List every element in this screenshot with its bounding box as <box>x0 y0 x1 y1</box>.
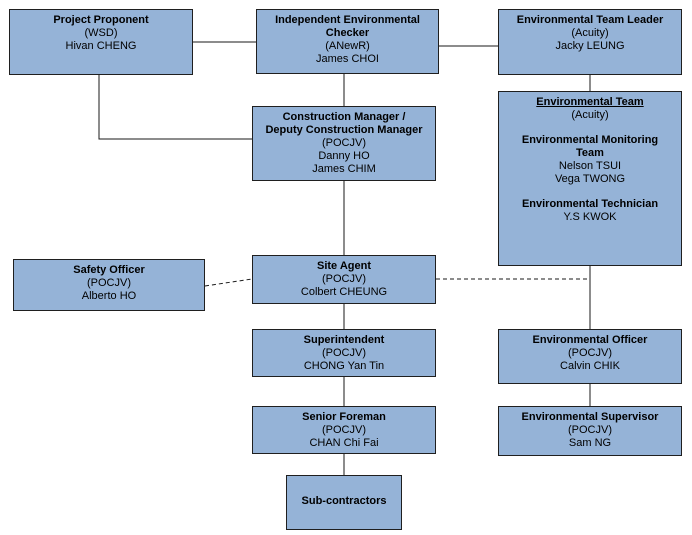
node-org: (POCJV) <box>87 277 131 289</box>
node-sub-contractors: Sub-contractors <box>286 475 402 530</box>
node-title: Environmental Team Leader <box>516 14 664 26</box>
node-person: Alberto HO <box>81 290 137 302</box>
node-title-line1: Construction Manager / <box>282 111 406 123</box>
node-title: Senior Foreman <box>302 411 386 423</box>
technician-person: Y.S KWOK <box>563 211 617 223</box>
node-org: (POCJV) <box>322 137 366 149</box>
node-title: Environmental Team <box>536 96 644 108</box>
node-title: Environmental Supervisor <box>521 411 659 423</box>
node-senior-foreman: Senior Foreman (POCJV) CHAN Chi Fai <box>252 406 436 454</box>
node-construction-manager: Construction Manager / Deputy Constructi… <box>252 106 436 181</box>
node-title-line2: Checker <box>325 27 370 39</box>
node-org: (POCJV) <box>568 347 612 359</box>
node-superintendent: Superintendent (POCJV) CHONG Yan Tin <box>252 329 436 377</box>
node-independent-environmental-checker: Independent Environmental Checker (ANewR… <box>256 9 439 74</box>
node-org: (Acuity) <box>571 27 609 39</box>
node-person: Sam NG <box>568 437 612 449</box>
node-title: Environmental Officer <box>532 334 648 346</box>
node-title: Sub-contractors <box>301 495 387 507</box>
node-safety-officer: Safety Officer (POCJV) Alberto HO <box>13 259 205 311</box>
node-org: (POCJV) <box>568 424 612 436</box>
node-title: Safety Officer <box>73 264 145 276</box>
node-person: Colbert CHEUNG <box>300 286 388 298</box>
node-environmental-team-leader: Environmental Team Leader (Acuity) Jacky… <box>498 9 682 75</box>
monitoring-title-line1: Environmental Monitoring <box>521 134 659 146</box>
node-title-line2: Deputy Construction Manager <box>265 124 423 136</box>
node-org: (POCJV) <box>322 273 366 285</box>
monitoring-title-line2: Team <box>576 147 604 159</box>
node-person: Hivan CHENG <box>65 40 137 52</box>
monitoring-person: Nelson TSUI <box>558 160 622 172</box>
connector-proponent-cm <box>98 75 252 140</box>
node-title: Project Proponent <box>53 14 149 26</box>
node-org: (WSD) <box>84 27 118 39</box>
node-environmental-team: Environmental Team (Acuity) Environmenta… <box>498 91 682 266</box>
node-org: (POCJV) <box>322 347 366 359</box>
node-org: (Acuity) <box>571 109 609 121</box>
node-org: (POCJV) <box>322 424 366 436</box>
node-title: Superintendent <box>303 334 385 346</box>
node-title-line1: Independent Environmental <box>275 14 420 26</box>
node-site-agent: Site Agent (POCJV) Colbert CHEUNG <box>252 255 436 304</box>
node-person: James CHIM <box>312 163 376 175</box>
node-environmental-officer: Environmental Officer (POCJV) Calvin CHI… <box>498 329 682 384</box>
node-org: (ANewR) <box>325 40 370 52</box>
monitoring-person: Vega TWONG <box>554 173 626 185</box>
node-person: CHAN Chi Fai <box>309 437 379 449</box>
node-person: CHONG Yan Tin <box>303 360 385 372</box>
node-person: Jacky LEUNG <box>555 40 625 52</box>
node-project-proponent: Project Proponent (WSD) Hivan CHENG <box>9 9 193 75</box>
node-person: James CHOI <box>316 53 379 65</box>
node-person: Calvin CHIK <box>560 360 620 372</box>
node-person: Danny HO <box>318 150 370 162</box>
node-title: Site Agent <box>317 260 371 272</box>
technician-title: Environmental Technician <box>521 198 659 210</box>
node-environmental-supervisor: Environmental Supervisor (POCJV) Sam NG <box>498 406 682 456</box>
connector-safety-siteagent <box>204 278 253 287</box>
